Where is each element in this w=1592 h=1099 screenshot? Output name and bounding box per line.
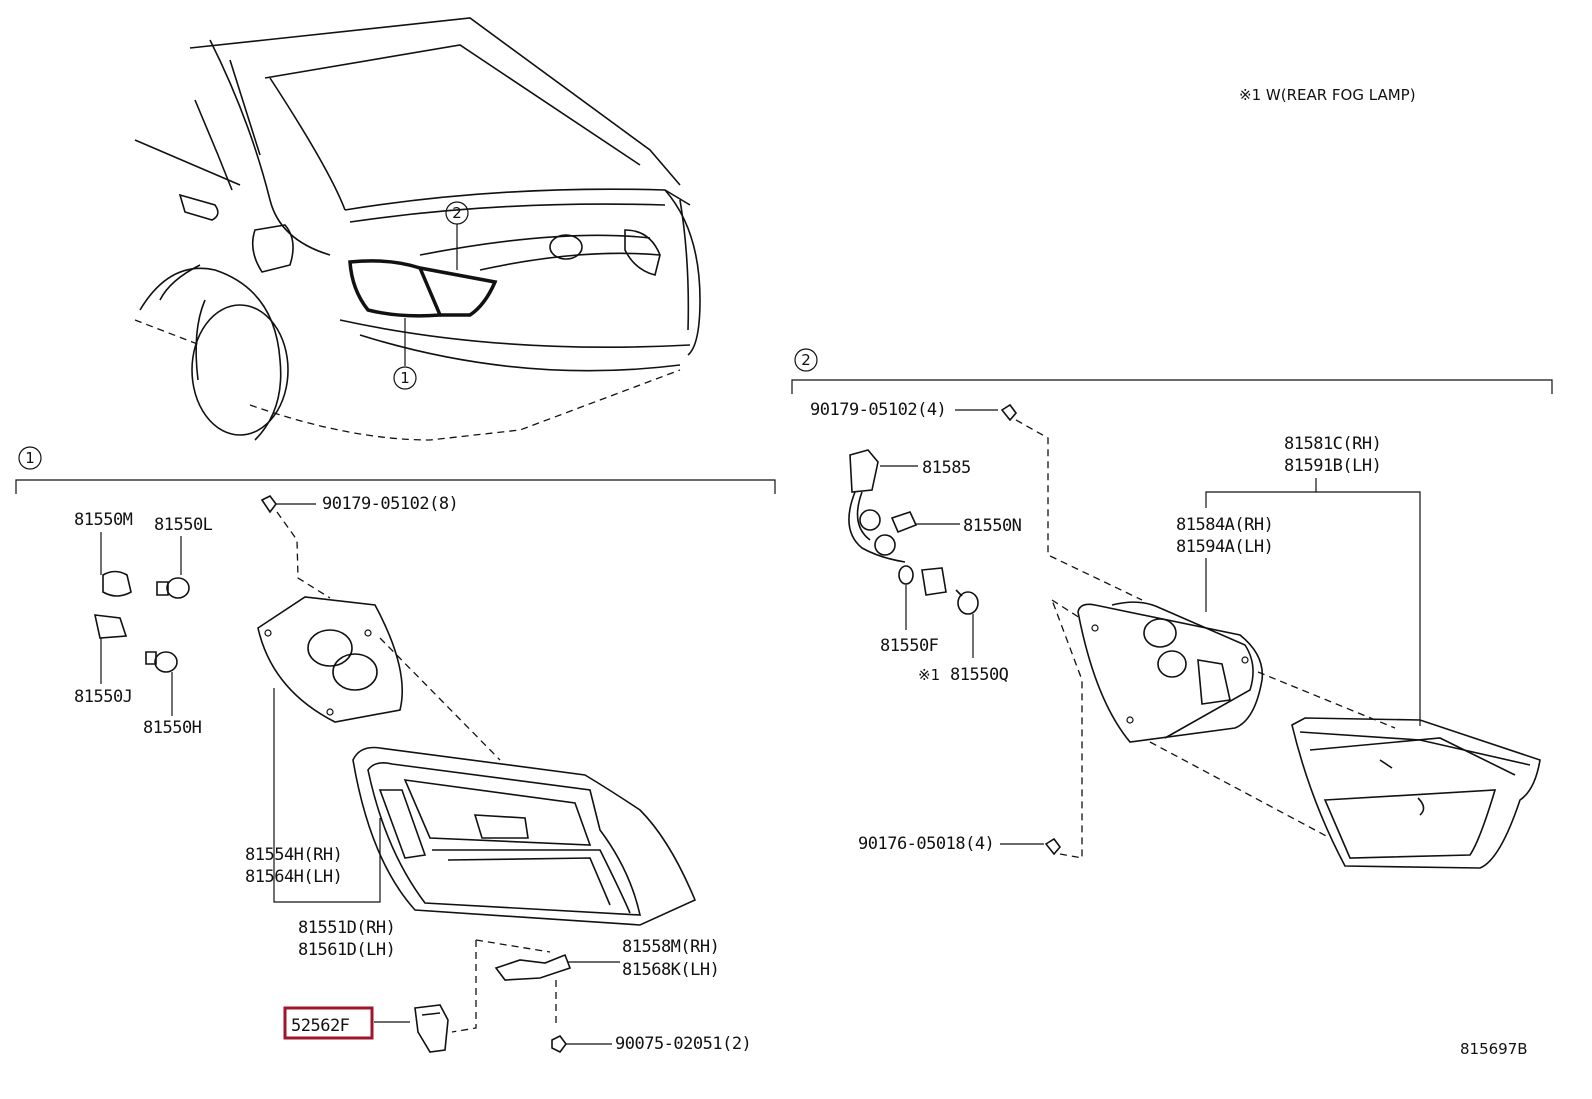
part-81550F[interactable]: 81550F [880, 636, 939, 656]
section-2: 2 90179-05102(4) 81585 81550N 81550F ※1 … [791, 348, 1553, 869]
diagram-id: 815697B [1460, 1040, 1528, 1058]
part-81550L[interactable]: 81550L [154, 515, 213, 535]
part-81584A-rh[interactable]: 81584A(RH) [1176, 515, 1274, 535]
callout-2-car: 2 [452, 204, 462, 222]
part-81551D-rh[interactable]: 81551D(RH) [298, 918, 396, 938]
part-90179-05102-4[interactable]: 90179-05102(4) [810, 400, 947, 420]
section-1: 1 81550M 81550L 81550J 81550H 90179-0510… [15, 446, 776, 1054]
part-52562F[interactable]: 52562F [291, 1016, 350, 1036]
highlight-box-52562F [283, 1006, 374, 1040]
part-81554H-rh[interactable]: 81554H(RH) [245, 845, 343, 865]
part-90179-05102-8[interactable]: 90179-05102(8) [322, 494, 459, 514]
part-81550Q[interactable]: 81550Q [950, 665, 1009, 685]
part-81594A-lh[interactable]: 81594A(LH) [1176, 537, 1274, 557]
part-81564H-lh[interactable]: 81564H(LH) [245, 867, 343, 887]
section-1-callout: 1 [25, 449, 35, 467]
part-81581C-rh[interactable]: 81581C(RH) [1284, 434, 1382, 454]
part-81568K-lh[interactable]: 81568K(LH) [622, 960, 720, 980]
part-81550M[interactable]: 81550M [74, 510, 133, 530]
rear-fog-lamp-note: ※1 W(REAR FOG LAMP) [1239, 86, 1416, 104]
part-81550J[interactable]: 81550J [74, 687, 133, 707]
part-81550H[interactable]: 81550H [143, 718, 202, 738]
part-90176-05018-4[interactable]: 90176-05018(4) [858, 834, 995, 854]
part-90075-02051-2[interactable]: 90075-02051(2) [615, 1034, 752, 1054]
part-81591B-lh[interactable]: 81591B(LH) [1284, 456, 1382, 476]
part-81585[interactable]: 81585 [922, 458, 971, 478]
part-81558M-rh[interactable]: 81558M(RH) [622, 937, 720, 957]
car-rear-illustration: 2 1 [134, 17, 701, 441]
part-81550N[interactable]: 81550N [963, 516, 1022, 536]
section-2-callout: 2 [801, 351, 811, 369]
callout-1-car: 1 [400, 369, 410, 387]
part-81550Q-mark: ※1 [918, 666, 940, 684]
part-81561D-lh[interactable]: 81561D(LH) [298, 940, 396, 960]
